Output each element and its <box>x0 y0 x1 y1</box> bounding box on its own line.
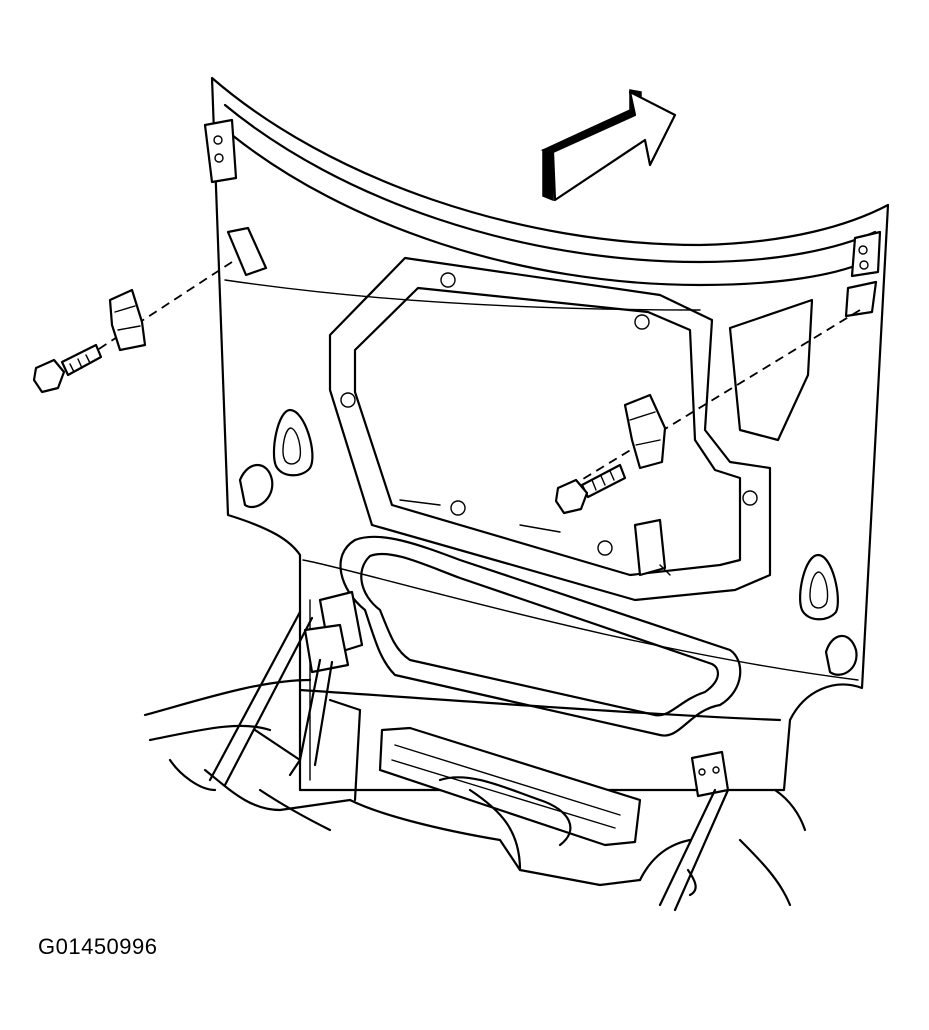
figure-id-label: G01450996 <box>38 934 158 959</box>
right-fastener-group <box>554 309 861 515</box>
inner-frame-lower <box>339 535 742 737</box>
hood-hinge-right <box>844 230 882 318</box>
radiator-support <box>378 726 642 872</box>
latch-bracket <box>633 518 671 577</box>
arrow-forward-icon <box>540 89 677 202</box>
inner-frame-upper <box>328 256 772 602</box>
hood-slots <box>238 298 858 676</box>
hinge-strut-right <box>658 750 730 912</box>
bolt-icon <box>554 463 627 515</box>
vehicle-body <box>143 678 807 907</box>
left-fastener-group <box>32 261 233 394</box>
hinge-strut-left <box>208 590 364 787</box>
bolt-icon <box>32 343 103 394</box>
hood-assembly-diagram <box>32 76 890 912</box>
hood-hinge-left <box>203 118 268 277</box>
